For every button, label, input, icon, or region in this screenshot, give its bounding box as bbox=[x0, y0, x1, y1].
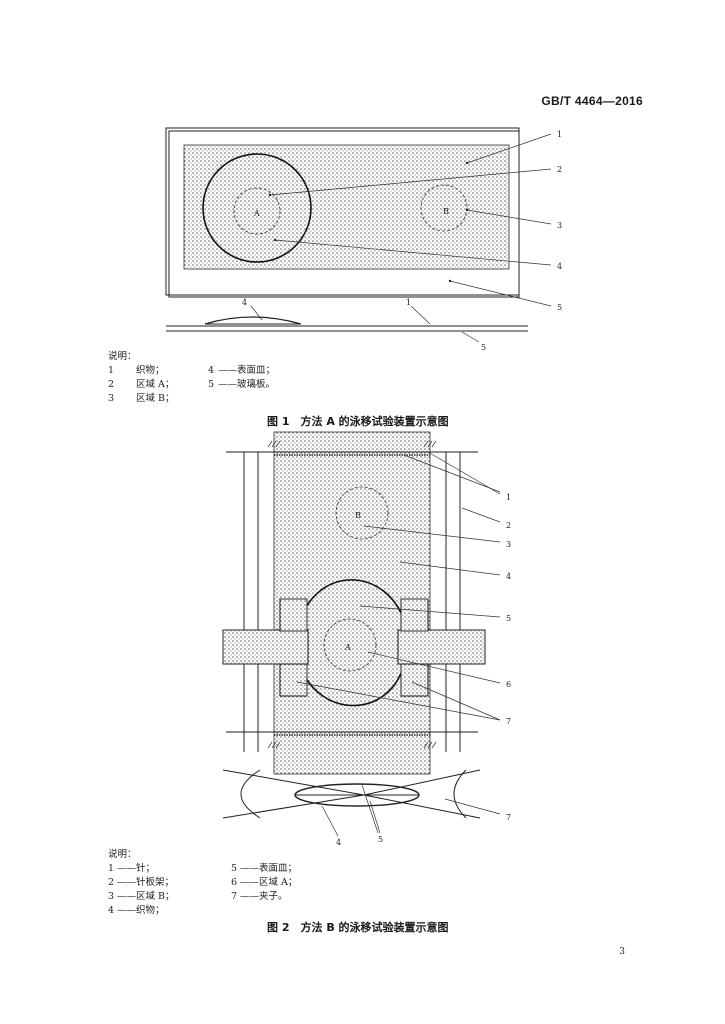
clamp-block bbox=[279, 598, 308, 632]
callout-2: 2 bbox=[557, 165, 562, 174]
figure1-legend: 说明： 1 织物； 4 ——表面皿； 2 区域 A； 5 ——玻璃板。 3 区域… bbox=[108, 350, 408, 406]
region-a bbox=[233, 187, 281, 235]
side-view-clamp-left bbox=[240, 769, 261, 819]
callout-6: 6 bbox=[506, 680, 511, 689]
legend-text: ——区域 B； bbox=[117, 891, 175, 902]
legend-text: 织物； bbox=[136, 365, 165, 376]
side-view-clamp-right bbox=[453, 769, 467, 819]
page-number: 3 bbox=[619, 947, 625, 957]
clamp-block bbox=[400, 663, 429, 697]
region-b-label: B bbox=[355, 511, 361, 520]
legend-num: 3 bbox=[108, 393, 115, 404]
legend-text: 区域 A； bbox=[136, 379, 175, 390]
clamp-bar-left bbox=[222, 629, 309, 665]
legend-num: 4 bbox=[108, 905, 115, 916]
side-callout-7: 7 bbox=[506, 813, 511, 822]
callout-4: 4 bbox=[557, 262, 562, 271]
figure1-caption: 图 1 方法 A 的泳移试验装置示意图 bbox=[267, 415, 449, 428]
clamp-bar-right bbox=[397, 629, 486, 665]
region-a-label: A bbox=[344, 643, 351, 652]
figure1-legend-title: 说明： bbox=[108, 351, 137, 362]
fabric bbox=[183, 144, 510, 270]
glass-plate-edge bbox=[168, 130, 520, 298]
figure2-legend: 说明： 1 ——针； 5 ——表面皿； 2 ——针板架； 6 ——区域 A； 3… bbox=[108, 848, 408, 918]
watch-glass bbox=[202, 153, 312, 263]
side-view-fabric-left bbox=[222, 769, 365, 796]
callout-1: 1 bbox=[557, 130, 562, 139]
figure2-legend-title: 说明： bbox=[108, 849, 137, 860]
legend-num: 1 bbox=[108, 863, 115, 874]
region-a bbox=[323, 618, 377, 672]
clamp-block bbox=[279, 663, 308, 697]
legend-text: ——夹子。 bbox=[240, 891, 288, 902]
legend-text: ——表面皿； bbox=[240, 863, 298, 874]
side-callout-4: 4 bbox=[242, 298, 247, 307]
side-callout-5: 5 bbox=[481, 343, 486, 352]
standard-number: GB/T 4464—2016 bbox=[541, 94, 643, 108]
figure2-caption: 图 2 方法 B 的泳移试验装置示意图 bbox=[267, 921, 449, 934]
callout-7: 7 bbox=[506, 717, 511, 726]
watch-glass bbox=[299, 579, 405, 707]
legend-text: ——区域 A； bbox=[240, 877, 298, 888]
legend-num: 5 bbox=[231, 863, 238, 874]
figure2-diagram: B A 1 2 3 4 5 6 7 4 bbox=[222, 431, 511, 847]
side-view-watch-glass bbox=[204, 316, 302, 325]
legend-num: 4 bbox=[208, 365, 215, 376]
legend-num: 6 bbox=[231, 877, 238, 888]
legend-num: 7 bbox=[231, 891, 238, 902]
legend-num: 5 bbox=[208, 379, 215, 390]
side-callout-5: 5 bbox=[378, 835, 383, 844]
legend-text: ——针板架； bbox=[117, 877, 175, 888]
callout-3: 3 bbox=[557, 221, 562, 230]
region-b bbox=[335, 486, 389, 540]
callout-5: 5 bbox=[557, 303, 562, 312]
legend-num: 2 bbox=[108, 877, 115, 888]
callout-4: 4 bbox=[506, 572, 511, 581]
region-b-label: B bbox=[443, 207, 449, 216]
callout-1: 1 bbox=[506, 493, 511, 502]
legend-text: 区域 B； bbox=[136, 393, 175, 404]
callout-5: 5 bbox=[506, 614, 511, 623]
legend-num: 1 bbox=[108, 365, 115, 376]
region-a-label: A bbox=[253, 209, 260, 218]
legend-text: ——表面皿； bbox=[218, 365, 276, 376]
legend-text: ——针； bbox=[117, 863, 156, 874]
legend-num: 3 bbox=[108, 891, 115, 902]
side-callout-1: 1 bbox=[406, 298, 411, 307]
clamp-block bbox=[400, 598, 429, 632]
side-callout-4: 4 bbox=[336, 838, 341, 847]
callout-2: 2 bbox=[506, 521, 511, 530]
region-b bbox=[420, 184, 468, 232]
callout-3: 3 bbox=[506, 540, 511, 549]
legend-num: 2 bbox=[108, 379, 115, 390]
legend-text: ——玻璃板。 bbox=[218, 379, 276, 390]
side-view-fabric-right bbox=[363, 769, 481, 796]
figure1-diagram: A B 1 2 3 4 5 4 1 5 bbox=[165, 127, 562, 352]
legend-text: ——织物； bbox=[117, 905, 165, 916]
